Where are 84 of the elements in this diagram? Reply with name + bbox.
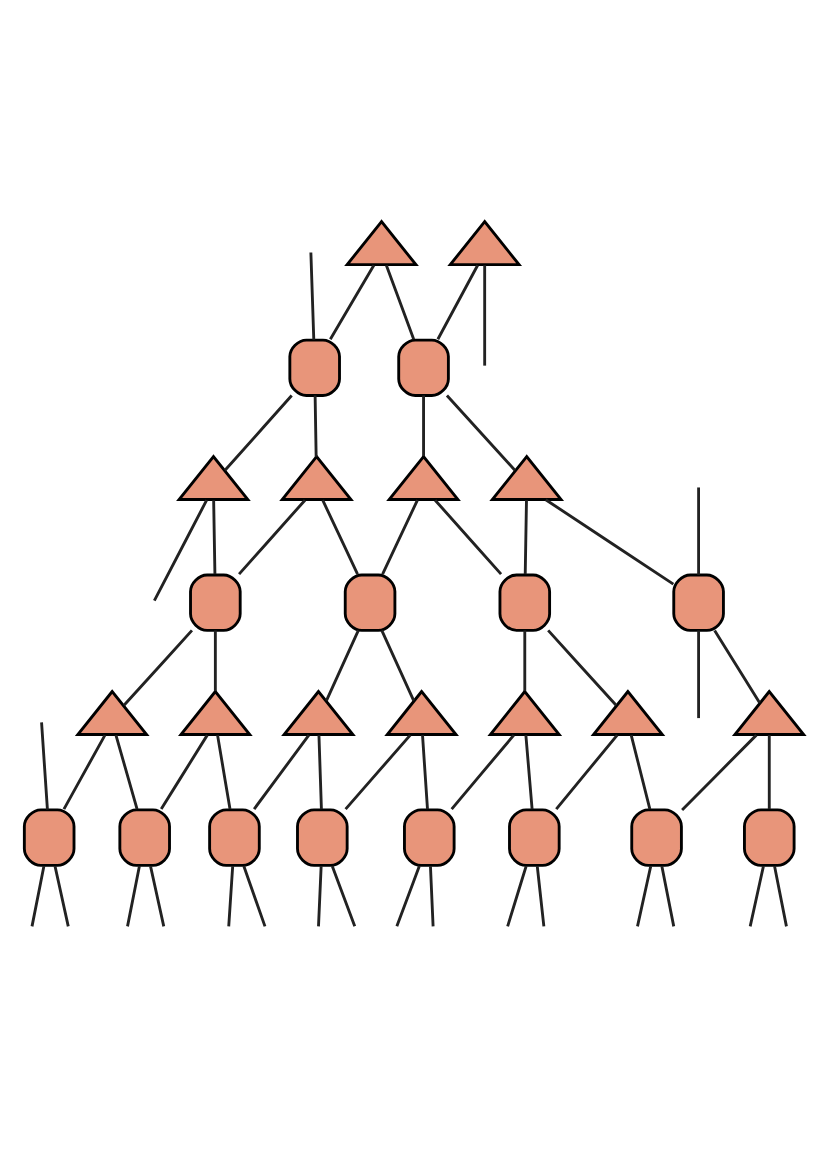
node-box xyxy=(508,808,561,867)
connector xyxy=(329,264,376,340)
connector xyxy=(344,734,412,811)
connector xyxy=(317,735,323,810)
node-triangle xyxy=(590,689,666,736)
connector xyxy=(535,865,546,927)
connector xyxy=(483,265,487,366)
connector xyxy=(697,630,701,719)
connector xyxy=(524,735,534,810)
connector xyxy=(114,734,139,810)
node-box xyxy=(208,808,261,867)
connector xyxy=(381,499,419,575)
connector xyxy=(713,629,761,704)
node-box xyxy=(403,808,456,867)
node-box xyxy=(296,808,349,867)
connector xyxy=(636,865,653,927)
node-triangle xyxy=(74,689,150,736)
connector xyxy=(317,866,323,927)
connector xyxy=(434,499,503,576)
node-box xyxy=(498,573,552,632)
node-triangle xyxy=(384,689,459,736)
connector xyxy=(223,394,293,472)
connector xyxy=(242,865,267,927)
connector xyxy=(149,865,166,927)
node-triangle xyxy=(176,454,251,501)
connector xyxy=(555,734,619,810)
connector xyxy=(253,734,310,810)
connector xyxy=(160,734,209,810)
connector xyxy=(523,500,528,575)
node-box xyxy=(343,573,397,632)
connector xyxy=(380,629,415,702)
connector xyxy=(325,629,360,702)
connector xyxy=(421,735,429,810)
connector xyxy=(53,865,70,927)
connector xyxy=(773,865,788,927)
connector xyxy=(309,252,316,340)
connector xyxy=(547,629,618,707)
connector xyxy=(213,630,217,691)
node-box xyxy=(743,808,796,867)
node-box xyxy=(672,573,725,632)
node-box xyxy=(189,573,242,632)
connector xyxy=(767,735,771,810)
connector xyxy=(153,499,208,602)
node-triangle xyxy=(344,219,419,267)
connector xyxy=(445,394,516,472)
connector xyxy=(216,734,232,810)
node-box xyxy=(288,338,341,397)
node-triangle xyxy=(731,689,807,736)
connector xyxy=(330,865,357,927)
connector xyxy=(122,629,194,707)
node-box xyxy=(22,808,76,867)
connector xyxy=(313,395,318,457)
connector xyxy=(523,630,527,691)
connector xyxy=(450,734,515,810)
node-triangle xyxy=(281,689,356,736)
connector xyxy=(422,395,425,457)
connector xyxy=(62,734,107,810)
connector xyxy=(506,865,528,927)
connector xyxy=(126,865,141,927)
node-triangle xyxy=(487,689,563,736)
connector xyxy=(429,866,435,927)
connector xyxy=(321,499,359,575)
connector xyxy=(227,866,235,927)
connector xyxy=(385,264,416,340)
connector xyxy=(629,734,652,810)
connector xyxy=(436,264,479,340)
connector xyxy=(697,487,701,575)
connector xyxy=(238,499,307,576)
node-box xyxy=(118,808,171,867)
connector xyxy=(681,734,758,811)
connector xyxy=(544,498,675,586)
connector xyxy=(30,865,46,927)
node-triangle xyxy=(178,689,253,736)
node-box xyxy=(630,808,683,867)
connector xyxy=(212,500,217,575)
node-triangle xyxy=(447,219,523,267)
connector xyxy=(40,722,49,810)
connector xyxy=(660,865,676,927)
node-triangle xyxy=(279,454,354,501)
connector xyxy=(395,865,421,927)
node-triangle xyxy=(386,454,461,501)
node-triangle xyxy=(489,454,565,501)
node-box xyxy=(397,338,450,397)
connector xyxy=(748,865,765,927)
